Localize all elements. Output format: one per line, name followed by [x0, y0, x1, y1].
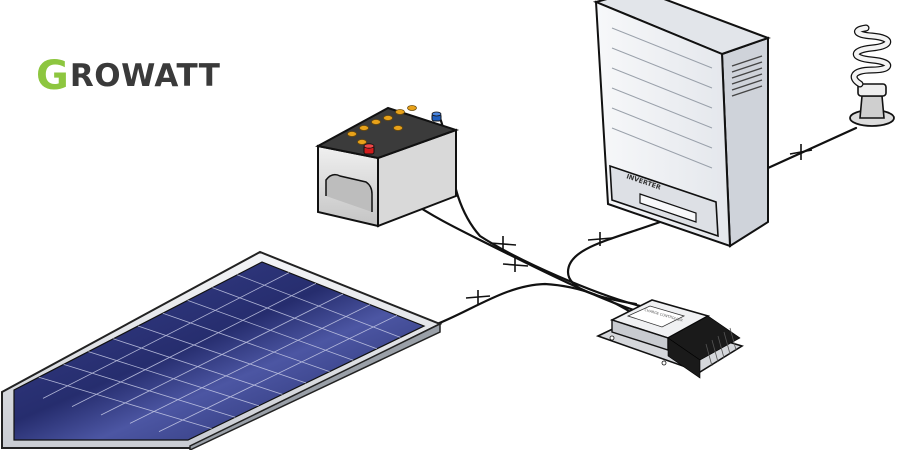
panel-wire: [430, 282, 642, 328]
battery-caps: [347, 105, 417, 145]
battery: [315, 105, 460, 228]
battery-top: [315, 106, 460, 160]
cfl-bulb: [849, 24, 895, 127]
flow-markers: [465, 144, 813, 304]
controller-label-plate: [626, 305, 686, 328]
flow-marker-battery: [489, 236, 517, 252]
panel-grid-line: [42, 272, 290, 399]
panel-grid-line: [100, 293, 344, 416]
bulb-socket: [859, 95, 885, 119]
battery-handle-recess: [325, 173, 373, 212]
logo-wordmark: ROWATT: [69, 58, 221, 94]
inverter-display: [639, 193, 697, 223]
panel-grid-line: [158, 314, 398, 433]
inverter-ribs: [611, 27, 713, 169]
flow-marker-inverter: [587, 232, 613, 246]
panel-cell-grid: [38, 272, 401, 433]
negative-terminal: [431, 111, 442, 122]
panel-grid-line: [129, 304, 371, 424]
flow-marker-battery-2: [502, 257, 529, 272]
charge-controller: CHARGE CONTROLLER: [595, 299, 744, 379]
flow-marker-bulb: [789, 144, 813, 160]
logo-initial: G: [36, 53, 69, 99]
inverter-vents: [731, 55, 763, 97]
panel-frame-edge: [189, 322, 441, 450]
solar-panel: [0, 250, 443, 450]
panel-grid-line: [71, 282, 317, 408]
inverter: INVERTER: [592, 0, 771, 248]
flow-marker-panel: [465, 290, 491, 304]
controller-heatsink: [667, 315, 741, 379]
positive-terminal: [363, 143, 375, 155]
heatsink-fins: [705, 327, 737, 367]
inverter-bulb-wire: [766, 126, 858, 170]
growatt-logo: G ROWATT: [36, 54, 220, 98]
bulb-ballast: [857, 83, 887, 97]
controller-inverter-wire: [566, 220, 662, 306]
